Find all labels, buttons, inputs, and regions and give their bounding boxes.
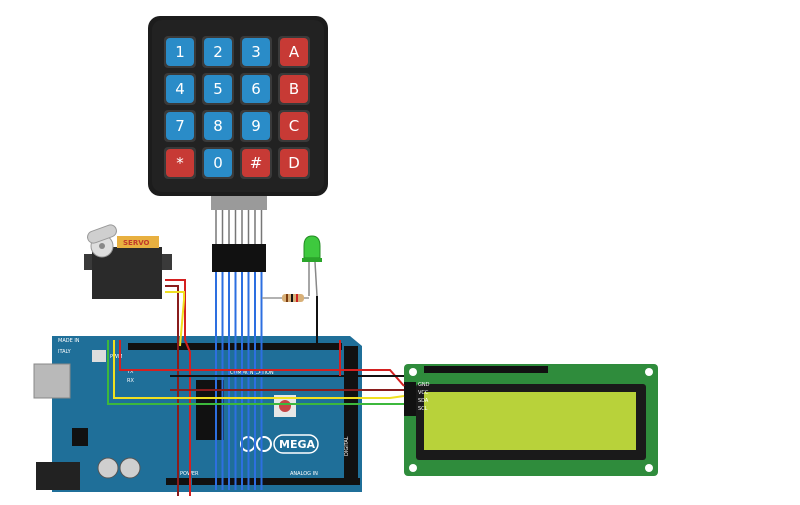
lcd-pin-label: SDA <box>418 398 429 404</box>
usb-port <box>33 363 71 399</box>
keypad-key-a: A <box>278 36 310 68</box>
keypad-key-6: 6 <box>240 73 272 105</box>
pwm-label: PWM <box>110 354 122 360</box>
keypad-key-4: 4 <box>164 73 196 105</box>
keypad-4x4: 1 2 3 A 4 5 6 B 7 8 9 C * 0 # D <box>148 16 328 272</box>
keypad-key-3: 3 <box>240 36 272 68</box>
reset-button <box>92 350 106 362</box>
keypad-key-c: C <box>278 110 310 142</box>
tx-label: TX <box>126 369 134 375</box>
lcd-pin-label: VCC <box>418 390 429 396</box>
keypad-key-star: * <box>164 147 196 179</box>
keypad-key-hash: # <box>240 147 272 179</box>
keypad-key-label: 8 <box>213 117 223 135</box>
keypad-key-label: A <box>289 43 300 61</box>
resistor <box>270 294 309 302</box>
keypad-key-label: 4 <box>175 80 185 98</box>
keypad-key-7: 7 <box>164 110 196 142</box>
keypad-key-label: C <box>289 117 299 135</box>
green-led <box>302 235 322 297</box>
keypad-key-b: B <box>278 73 310 105</box>
lcd-16x2-module: GND VCC SDA SCL <box>404 364 658 476</box>
arduino-mega-board: MADE IN ITALY PWM TX RX COMMUNICATION PO… <box>33 336 362 492</box>
rx-label: RX <box>127 378 134 384</box>
keypad-key-1: 1 <box>164 36 196 68</box>
keypad-key-8: 8 <box>202 110 234 142</box>
lcd-pin-label: SCL <box>418 406 428 412</box>
keypad-key-d: D <box>278 147 310 179</box>
servo-label: SERVO <box>123 239 150 247</box>
keypad-key-label: * <box>176 154 184 172</box>
communication-label: COMMUNICATION <box>230 370 274 376</box>
keypad-key-label: B <box>289 80 299 98</box>
lcd-screen <box>424 392 636 450</box>
keypad-key-label: 9 <box>251 117 261 135</box>
keypad-key-9: 9 <box>240 110 272 142</box>
analog-in-label: ANALOG IN <box>290 471 318 477</box>
wiring <box>107 272 405 496</box>
keypad-key-label: 0 <box>213 154 223 172</box>
made-in-label: MADE IN <box>58 338 80 344</box>
keypad-key-label: 1 <box>175 43 185 61</box>
keypad-ribbon-cable <box>211 196 267 272</box>
keypad-key-label: 5 <box>213 80 223 98</box>
keypad-key-label: 2 <box>213 43 223 61</box>
keypad-key-2: 2 <box>202 36 234 68</box>
italy-label: ITALY <box>58 349 72 355</box>
lcd-pin-label: GND <box>418 382 430 388</box>
mega-label: MEGA <box>279 438 315 451</box>
digital-label: DIGITAL <box>344 436 350 456</box>
keypad-key-label: 7 <box>175 117 185 135</box>
keypad-key-label: 6 <box>251 80 261 98</box>
keypad-key-label: 3 <box>251 43 261 61</box>
servo-motor: SERVO <box>84 224 172 299</box>
keypad-key-0: 0 <box>202 147 234 179</box>
keypad-key-5: 5 <box>202 73 234 105</box>
keypad-key-label: D <box>288 154 300 172</box>
keypad-key-label: # <box>250 154 263 172</box>
power-jack <box>36 462 80 490</box>
